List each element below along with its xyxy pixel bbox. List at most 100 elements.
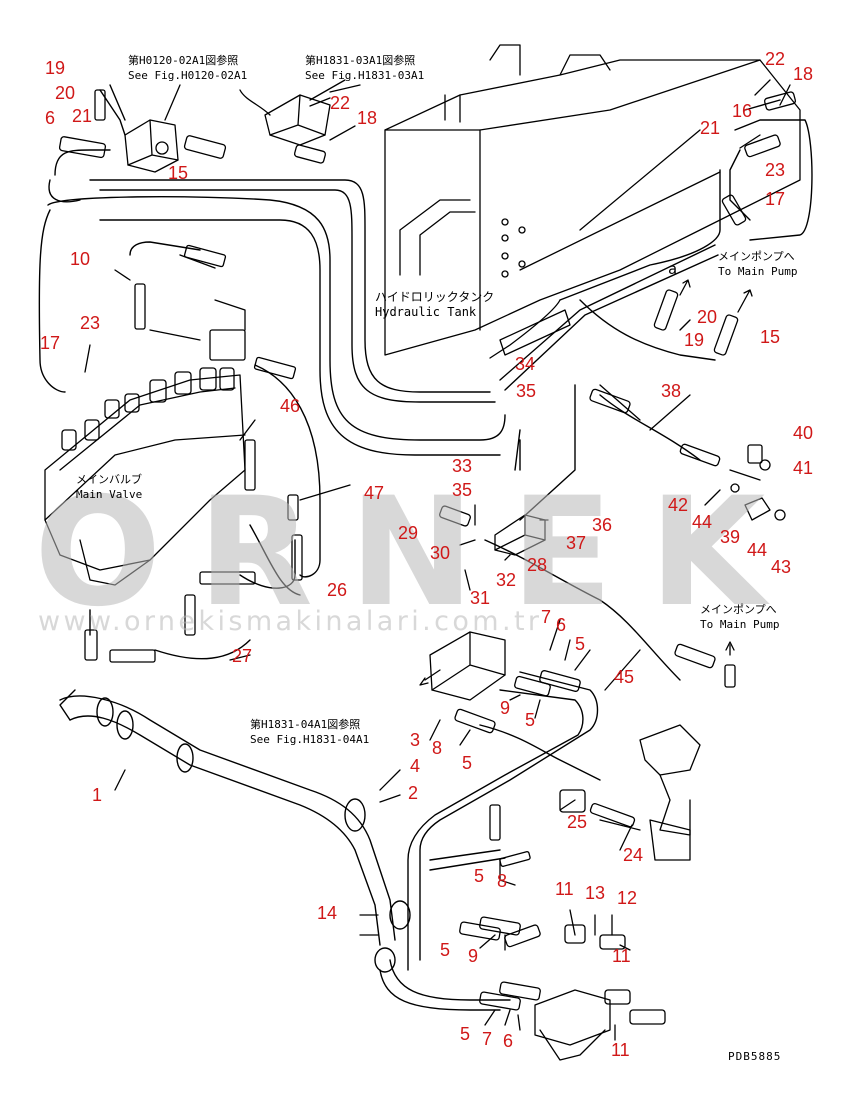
part-number-callout: 23 [80,313,101,333]
part-number-callout: 15 [760,327,781,347]
reference-fig-h1831-04: 第H1831-04A1図参照 See Fig.H1831-04A1 [250,717,369,747]
part-number-callout: 33 [452,456,473,476]
part-number-callout: 36 [592,515,613,535]
part-number-callout: 21 [72,106,93,126]
part-number-callout: 32 [496,570,517,590]
part-number-callout: 38 [661,381,682,401]
part-number-callout: 42 [668,495,689,515]
leader-lines [84,79,791,1041]
part-number-callout: 1 [92,785,103,805]
junction-block [439,388,786,688]
part-number-callout: 41 [793,458,814,478]
part-number-callout: 6 [556,615,567,635]
hydraulic-tank-outline [384,44,801,356]
main-pump-label-lower-jp: メインポンプへ [700,603,777,616]
part-number-callout: 46 [280,396,301,416]
part-number-callout: 23 [765,160,786,180]
drawing-code: PDB5885 [728,1050,782,1063]
part-number-callout: 47 [364,483,385,503]
part-number-callout: 9 [468,946,479,966]
upper-left-ppc-valve [58,89,227,173]
reference-fig-h1831-03-en: See Fig.H1831-03A1 [305,69,425,82]
hydraulic-tank-label: ハイドロリックタンク Hydraulic Tank [375,290,494,320]
part-number-callout: 10 [70,249,91,269]
part-number-callout: 5 [440,940,451,960]
return-pipe [59,689,411,973]
right-side-fittings [489,91,797,359]
upper-middle-valve [239,89,331,164]
view-a-label: a [668,260,678,278]
part-number-callout: 35 [452,480,473,500]
part-number-callout: 9 [500,698,511,718]
watermark-brand: ORNEK [34,466,802,640]
main-pump-label-upper-jp: メインポンプへ [718,250,795,263]
part-number-callout: 20 [55,83,76,103]
part-number-callout: 13 [585,883,606,903]
part-number-callout: 27 [232,646,253,666]
part-number-callout: 14 [317,903,338,923]
part-number-callout: 30 [430,543,451,563]
part-number-callout: 44 [692,512,713,532]
part-number-callout: 20 [697,307,718,327]
part-number-callout: 22 [765,49,786,69]
part-number-callout: 12 [617,888,638,908]
control-valve-block [419,631,581,734]
part-number-callout: 44 [747,540,768,560]
part-number-callout: 5 [462,753,473,773]
part-number-callout: 5 [575,634,586,654]
main-valve-label-en: Main Valve [76,488,143,501]
part-number-callout: 8 [432,738,443,758]
part-number-callout: 45 [614,667,635,687]
part-number-callout: 22 [330,93,351,113]
main-pump-label-lower-en: To Main Pump [700,618,780,631]
part-number-callout: 31 [470,588,491,608]
part-number-callout: 18 [793,64,814,84]
part-number-callout: 17 [40,333,61,353]
part-number-callout: 34 [515,354,536,374]
part-number-callout: 6 [503,1031,514,1051]
part-number-callout: 37 [566,533,587,553]
part-number-callout: 26 [327,580,348,600]
part-number-callout: 8 [497,871,508,891]
part-number-callout: 2 [408,783,419,803]
main-valve-label: メインバルブ Main Valve [76,472,142,502]
pedal-assembly [559,724,701,861]
part-number-callout: 35 [516,381,537,401]
part-number-callout: 40 [793,423,814,443]
part-number-callout: 7 [541,607,552,627]
reference-fig-h1831-03: 第H1831-03A1図参照 See Fig.H1831-03A1 [305,53,424,83]
watermark-url: www.ornekismakinalari.com.tr [38,606,543,637]
part-number-callout: 21 [700,118,721,138]
part-number-callout: 16 [732,101,753,121]
part-number-callout: 28 [527,555,548,575]
part-number-callout: 7 [482,1029,493,1049]
part-number-callout: 5 [474,866,485,886]
part-number-callout: 5 [525,710,536,730]
main-valve-label-jp: メインバルブ [76,473,142,486]
part-number-callout: 18 [357,108,378,128]
part-number-callout: 11 [611,1040,630,1060]
part-number-callout: 11 [555,879,574,899]
reference-fig-h0120: 第H0120-02A1図参照 See Fig.H0120-02A1 [128,53,247,83]
bottom-valve-cluster [459,804,666,1061]
part-number-callout: 6 [45,108,56,128]
part-number-callout: 24 [623,845,644,865]
reference-fig-h0120-jp: 第H0120-02A1図参照 [128,54,239,67]
part-number-callout: 25 [567,812,588,832]
part-number-callout: 3 [410,730,421,750]
part-number-callout: 15 [168,163,189,183]
reference-fig-h1831-04-jp: 第H1831-04A1図参照 [250,718,361,731]
part-number-callout: 19 [45,58,66,78]
part-number-callout: 5 [460,1024,471,1044]
part-number-callout: 39 [720,527,741,547]
hydraulic-tank-label-jp: ハイドロリックタンク [375,290,495,304]
main-valve-block [44,244,303,663]
main-pump-label-upper-en: To Main Pump [718,265,798,278]
part-number-callout: 17 [765,189,786,209]
part-number-callout: 43 [771,557,792,577]
reference-fig-h1831-03-jp: 第H1831-03A1図参照 [305,54,416,67]
main-pump-label-upper: メインポンプへ To Main Pump [718,249,797,279]
part-number-callout: 4 [410,756,421,776]
